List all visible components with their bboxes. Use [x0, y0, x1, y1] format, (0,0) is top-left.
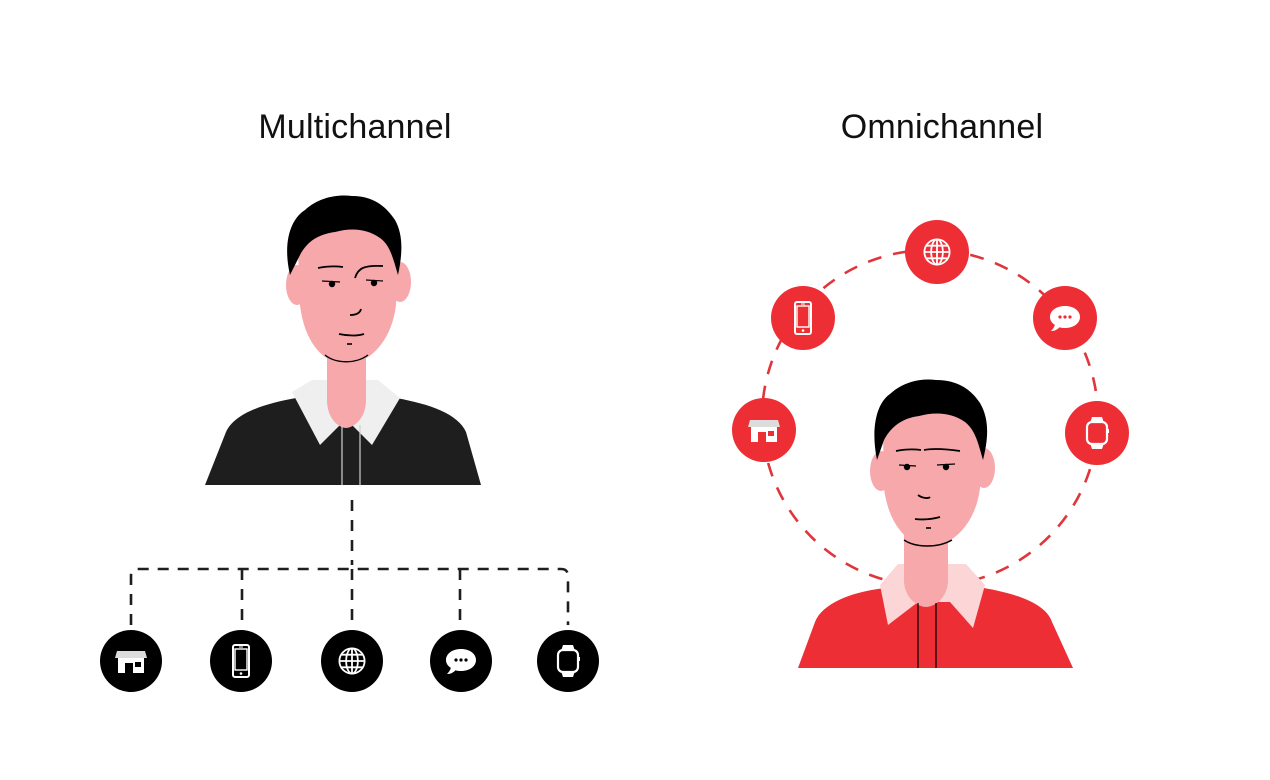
multichannel-channel-smartphone — [210, 630, 272, 692]
multichannel-title: Multichannel — [258, 108, 452, 146]
omnichannel-channel-store — [732, 398, 796, 462]
omnichannel-title: Omnichannel — [840, 108, 1044, 146]
multichannel-channel-smartwatch — [537, 630, 599, 692]
multichannel-person-illustration — [205, 195, 481, 485]
omnichannel-channel-smartwatch — [1065, 401, 1129, 465]
omnichannel-person-illustration — [798, 379, 1073, 668]
multichannel-channel-store — [100, 630, 162, 692]
multichannel-channel-globe — [321, 630, 383, 692]
multichannel-connector-lines — [129, 500, 570, 627]
omnichannel-channel-smartphone — [771, 286, 835, 350]
omnichannel-channel-globe — [905, 220, 969, 284]
omnichannel-channel-chat — [1033, 286, 1097, 350]
multichannel-channel-chat — [430, 630, 492, 692]
